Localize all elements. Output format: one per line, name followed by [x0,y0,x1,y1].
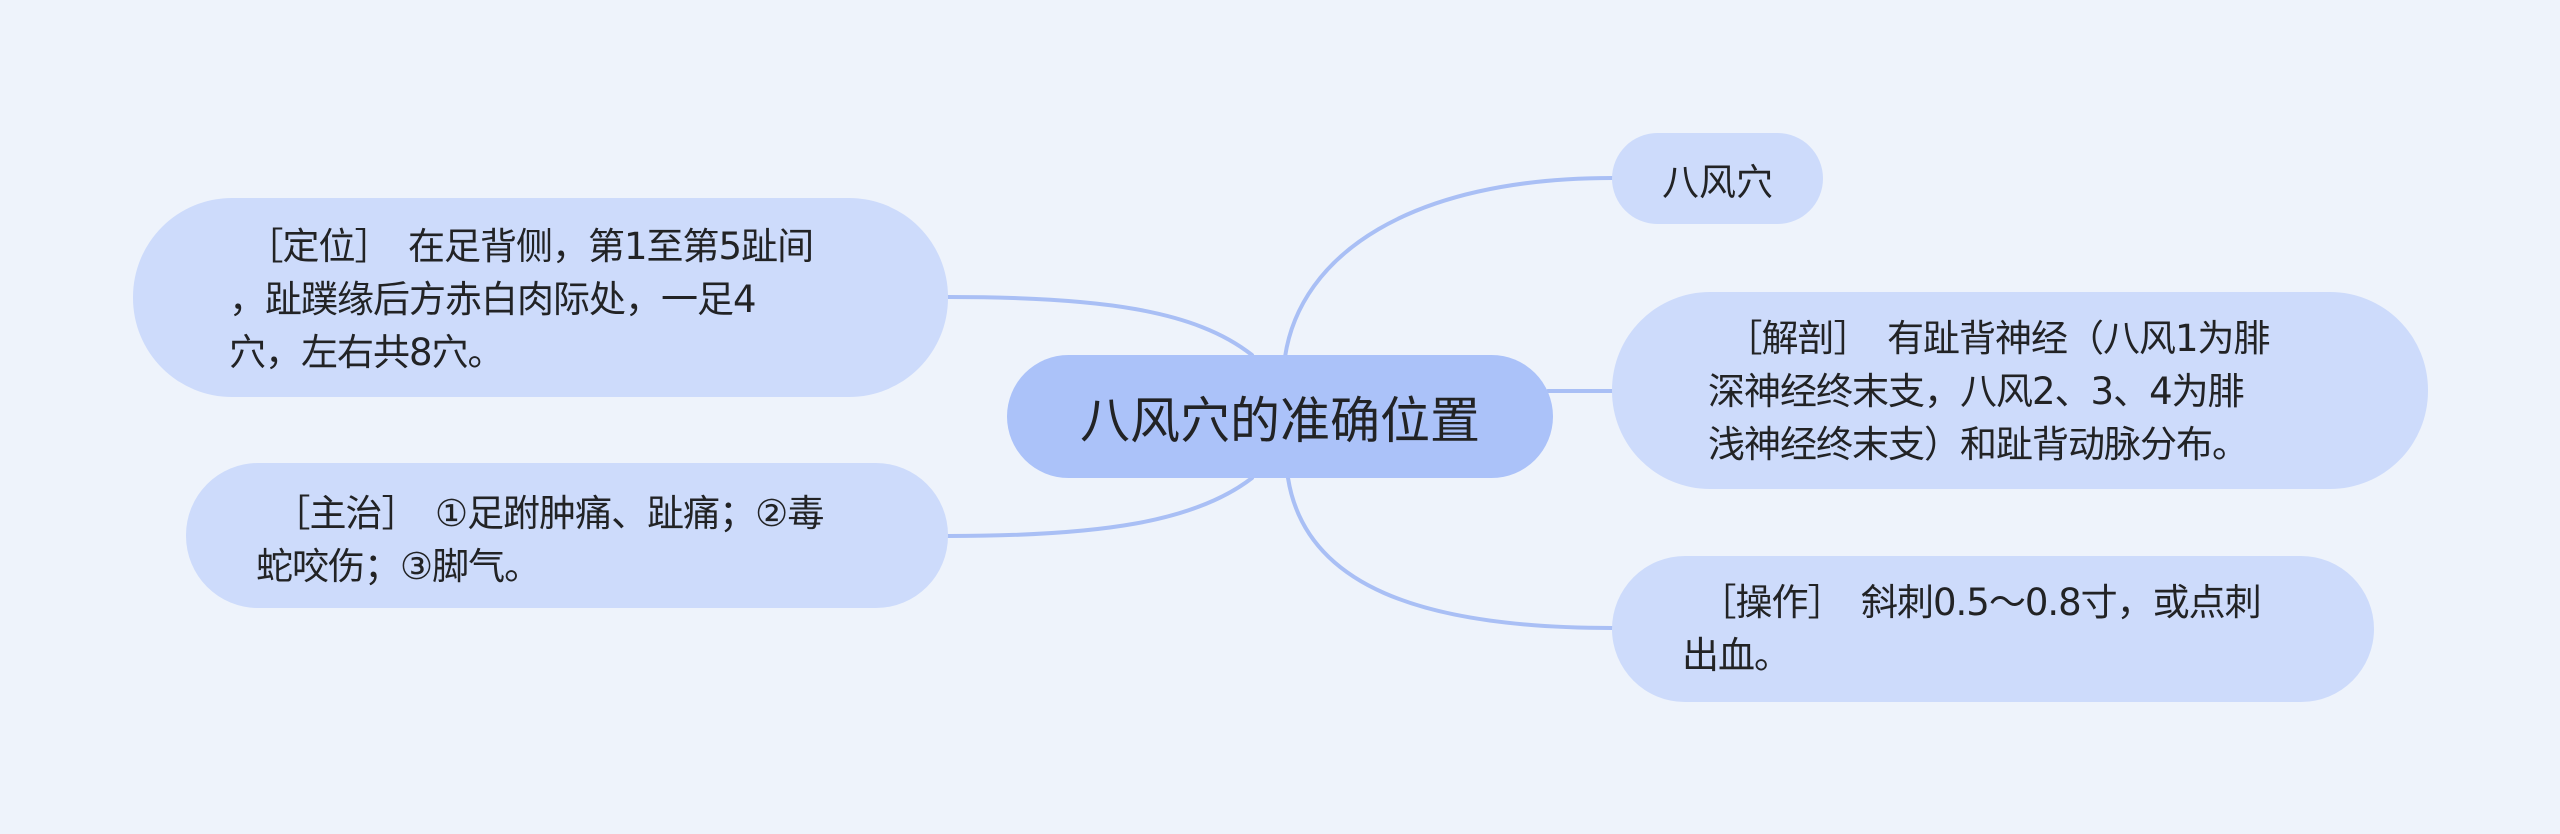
text-line: ［解剖］ 有趾背神经（八风1为腓 [1708,317,2271,360]
branch-node-location[interactable]: ［定位］ 在足背侧，第1至第5趾间 ，趾蹼缘后方赤白肉际处，一足4 穴，左右共8… [133,198,948,397]
root-node[interactable]: 八风穴的准确位置 [1007,355,1553,478]
text-line: 出血。 [1682,634,1791,677]
branch-anatomy-text: ［解剖］ 有趾背神经（八风1为腓 深神经终末支，八风2、3、4为腓 浅神经终末支… [1708,312,2428,471]
text-line: ［主治］ ①足跗肿痛、趾痛；②毒 [256,492,824,535]
text-line: ［定位］ 在足背侧，第1至第5趾间 [229,225,814,268]
connector-root-to-indication [946,476,1254,538]
text-line: 浅神经终末支）和趾背动脉分布。 [1708,423,2249,466]
branch-node-indication[interactable]: ［主治］ ①足跗肿痛、趾痛；②毒 蛇咬伤；③脚气。 [186,463,948,608]
branch-node-name[interactable]: 八风穴 [1612,133,1823,224]
branch-node-anatomy[interactable]: ［解剖］ 有趾背神经（八风1为腓 深神经终末支，八风2、3、4为腓 浅神经终末支… [1612,292,2428,489]
text-line: ［操作］ 斜刺0.5～0.8寸，或点刺 [1682,581,2262,624]
connector-root-to-location [946,295,1254,357]
branch-operation-text: ［操作］ 斜刺0.5～0.8寸，或点刺 出血。 [1682,576,2374,682]
text-line: 蛇咬伤；③脚气。 [256,545,541,588]
text-line: ，趾蹼缘后方赤白肉际处，一足4 [229,278,757,321]
branch-node-operation[interactable]: ［操作］ 斜刺0.5～0.8寸，或点刺 出血。 [1612,556,2374,702]
text-line: 穴，左右共8穴。 [229,331,505,374]
text-line: 深神经终末支，八风2、3、4为腓 [1708,370,2245,413]
branch-indication-text: ［主治］ ①足跗肿痛、趾痛；②毒 蛇咬伤；③脚气。 [256,487,948,593]
connector-root-to-name [1283,176,1614,359]
connector-root-to-operation [1286,476,1614,630]
branch-name-text: 八风穴 [1662,160,1773,204]
branch-location-text: ［定位］ 在足背侧，第1至第5趾间 ，趾蹼缘后方赤白肉际处，一足4 穴，左右共8… [229,220,948,379]
root-title: 八风穴的准确位置 [1080,391,1480,450]
